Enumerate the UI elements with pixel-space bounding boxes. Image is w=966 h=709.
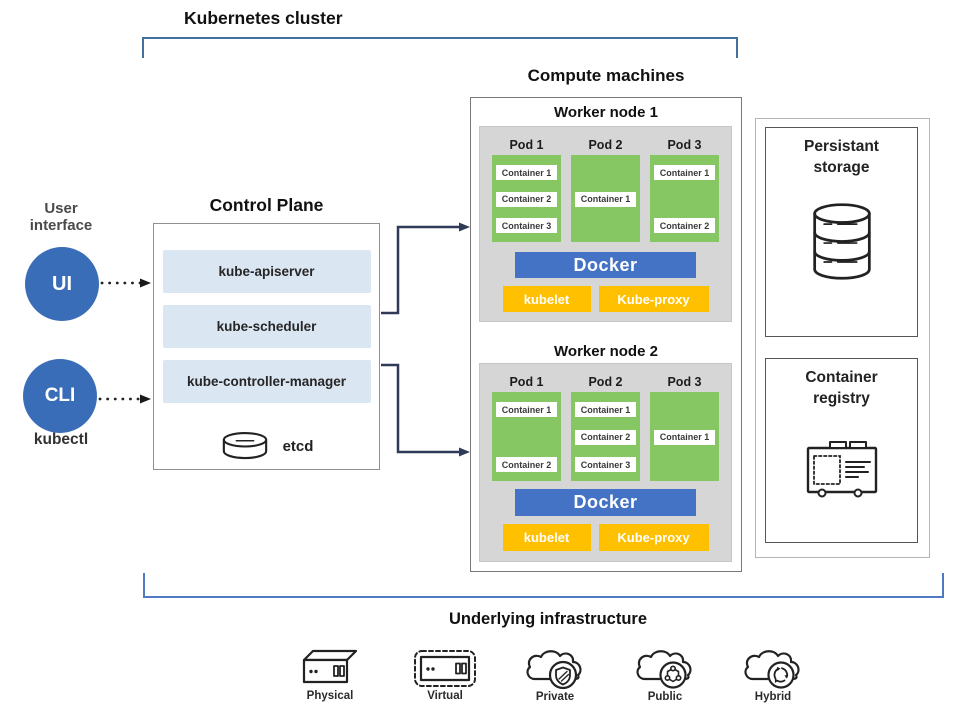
etcd-component: etcd	[220, 431, 314, 462]
physical-server-icon	[302, 649, 358, 684]
pod-3: Pod 3 Container 1	[650, 372, 719, 481]
control-to-worker2-arrow	[381, 363, 470, 457]
kubelet-badge: kubelet	[502, 524, 591, 551]
kubelet-proxy-row: kubelet Kube-proxy	[502, 524, 709, 551]
kube-apiserver-component: kube-apiserver	[162, 250, 371, 293]
container-chip: Container 2	[496, 191, 557, 207]
registry-title-line2: registry	[813, 389, 870, 407]
database-icon	[813, 203, 871, 280]
worker-node-2-panel: Pod 1 Container 1 Container 2 Pod 2 Cont…	[479, 363, 732, 562]
pod-label: Pod 3	[667, 375, 702, 389]
kube-scheduler-component: kube-scheduler	[162, 305, 371, 348]
control-to-worker1-arrow	[381, 222, 470, 315]
hybrid-cloud-icon	[744, 650, 800, 689]
pod-label-row: Pod 1 Container 1 Container 2 Pod 2 Cont…	[492, 372, 719, 481]
pod-2: Pod 2 Container 1	[571, 135, 640, 242]
container-registry-title: Container registry	[766, 368, 917, 410]
user-interface-line1: User	[44, 200, 78, 217]
container-chip: Container 3	[575, 457, 636, 472]
infra-label: Hybrid	[754, 691, 792, 703]
docker-bar: Docker	[515, 252, 696, 278]
container-chip: Container 2	[654, 218, 715, 233]
worker-node-1-title: Worker node 1	[554, 104, 658, 121]
container-chip: Container 1	[575, 402, 636, 417]
pod-label: Pod 2	[588, 138, 623, 152]
storage-title-line1: Persistant	[804, 138, 879, 155]
underlying-infrastructure-title: Underlying infrastructure	[448, 610, 648, 628]
kube-proxy-badge: Kube-proxy	[598, 286, 709, 312]
infra-hybrid: Hybrid	[733, 642, 813, 703]
pod-label: Pod 1	[509, 375, 544, 389]
kube-proxy-badge: Kube-proxy	[598, 524, 709, 551]
user-interface-line2: interface	[29, 216, 93, 234]
infra-physical: Physical	[290, 647, 370, 702]
infra-label: Virtual	[427, 690, 463, 702]
control-plane-box: kube-apiserver kube-scheduler kube-contr…	[153, 223, 380, 470]
kubelet-badge: kubelet	[502, 286, 591, 312]
pod-box: Container 1 Container 2 Container 3	[571, 392, 640, 481]
pod-box: Container 1 Container 2 Container 3	[492, 155, 561, 242]
virtual-server-icon	[414, 650, 476, 687]
registry-title-line1: Container	[805, 369, 878, 386]
infrastructure-bracket	[143, 573, 944, 598]
cylinder-icon	[222, 431, 267, 460]
pod-label: Pod 3	[667, 138, 702, 152]
kube-controller-manager-component: kube-controller-manager	[162, 360, 371, 403]
container-registry-box: Container registry	[765, 358, 918, 543]
storage-title-line2: storage	[813, 158, 870, 176]
container-chip: Container 2	[575, 429, 636, 445]
infra-private: Private	[515, 642, 595, 703]
container-chip: Container 2	[496, 457, 557, 472]
pod-box: Container 1	[571, 155, 640, 242]
kubernetes-cluster-title: Kubernetes cluster	[184, 8, 343, 28]
pod-box: Container 1	[650, 392, 719, 481]
persistent-storage-title: Persistant storage	[766, 137, 917, 179]
pod-box: Container 1 Container 2	[650, 155, 719, 242]
container-chip: Container 1	[496, 402, 557, 417]
infra-public: Public	[625, 642, 705, 703]
control-plane-title: Control Plane	[209, 195, 324, 215]
infra-virtual: Virtual	[405, 645, 485, 702]
pod-3: Pod 3 Container 1 Container 2	[650, 135, 719, 242]
user-interface-label: User interface	[8, 200, 114, 234]
worker-node-1-panel: Pod 1 Container 1 Container 2 Container …	[479, 126, 732, 322]
container-chip: Container 3	[496, 218, 557, 233]
container-chip: Container 1	[575, 191, 636, 207]
pod-label: Pod 2	[588, 375, 623, 389]
etcd-label: etcd	[282, 438, 314, 455]
worker-node-2-title: Worker node 2	[554, 343, 658, 360]
infra-label: Private	[535, 691, 575, 703]
pod-label-row: Pod 1 Container 1 Container 2 Container …	[492, 135, 719, 242]
container-chip: Container 1	[496, 165, 557, 180]
ui-node: UI	[25, 247, 99, 321]
private-cloud-icon	[526, 650, 582, 690]
cli-node: CLI	[23, 359, 97, 433]
pod-box: Container 1 Container 2	[492, 392, 561, 481]
pod-1: Pod 1 Container 1 Container 2 Container …	[492, 135, 561, 242]
pod-2: Pod 2 Container 1 Container 2 Container …	[571, 372, 640, 481]
kubectl-label: kubectl	[33, 431, 89, 448]
public-cloud-icon	[636, 650, 692, 689]
compute-machines-title: Compute machines	[527, 66, 685, 85]
cluster-bracket	[142, 37, 738, 58]
container-chip: Container 1	[654, 429, 715, 445]
docker-bar: Docker	[515, 489, 696, 516]
container-chip: Container 1	[654, 165, 715, 180]
infra-label: Physical	[306, 690, 354, 702]
infra-label: Public	[647, 691, 683, 703]
kubelet-proxy-row: kubelet Kube-proxy	[502, 286, 709, 312]
pod-label: Pod 1	[509, 138, 544, 152]
registry-card-icon	[806, 440, 878, 498]
persistent-storage-box: Persistant storage	[765, 127, 918, 337]
pod-1: Pod 1 Container 1 Container 2	[492, 372, 561, 481]
